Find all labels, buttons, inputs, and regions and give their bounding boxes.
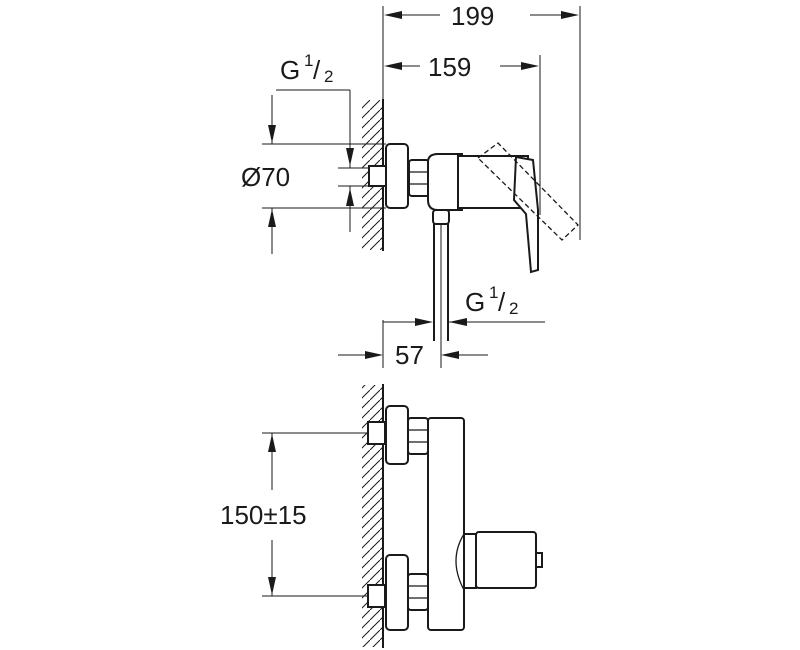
mixer-housing-vertical (427, 417, 465, 631)
lever-alt-position (477, 142, 579, 241)
svg-text:G: G (280, 55, 300, 85)
wall-flange (385, 143, 409, 209)
inlet-nipple (368, 165, 387, 187)
connection-nut (408, 159, 430, 197)
cartridge-cap (475, 531, 537, 589)
nut-upper (407, 417, 429, 455)
svg-text:/: / (498, 287, 506, 317)
svg-text:1: 1 (489, 283, 498, 302)
outlet-collar (432, 209, 450, 225)
dim-inlet-thread: G 1 / 2 (280, 51, 333, 86)
inlet-nipple-lower (367, 584, 386, 608)
flange-lower (385, 554, 409, 631)
dim-outlet-offset: 57 (395, 340, 424, 370)
svg-text:2: 2 (509, 299, 518, 318)
dim-centre-distance: 150±15 (220, 500, 307, 530)
inlet-nipple-upper (367, 421, 386, 445)
dim-overall-depth: 199 (451, 1, 494, 31)
cartridge-button (535, 552, 543, 568)
dimension-lines (262, 6, 581, 597)
lever-handle (512, 155, 539, 274)
mixer-body (427, 153, 463, 211)
side-view (362, 99, 579, 341)
svg-text:/: / (313, 55, 321, 85)
dim-flange-diameter: Ø70 (241, 162, 290, 192)
cartridge-housing (463, 533, 477, 589)
front-view (362, 384, 543, 648)
nut-lower (407, 573, 429, 611)
svg-text:1: 1 (304, 51, 313, 70)
dim-outlet-thread: G 1 / 2 (465, 283, 518, 318)
svg-text:2: 2 (324, 67, 333, 86)
svg-text:G: G (465, 287, 485, 317)
dim-handle-depth: 159 (428, 52, 471, 82)
wall-hatch-bottom (362, 385, 382, 647)
flange-upper (385, 405, 409, 465)
